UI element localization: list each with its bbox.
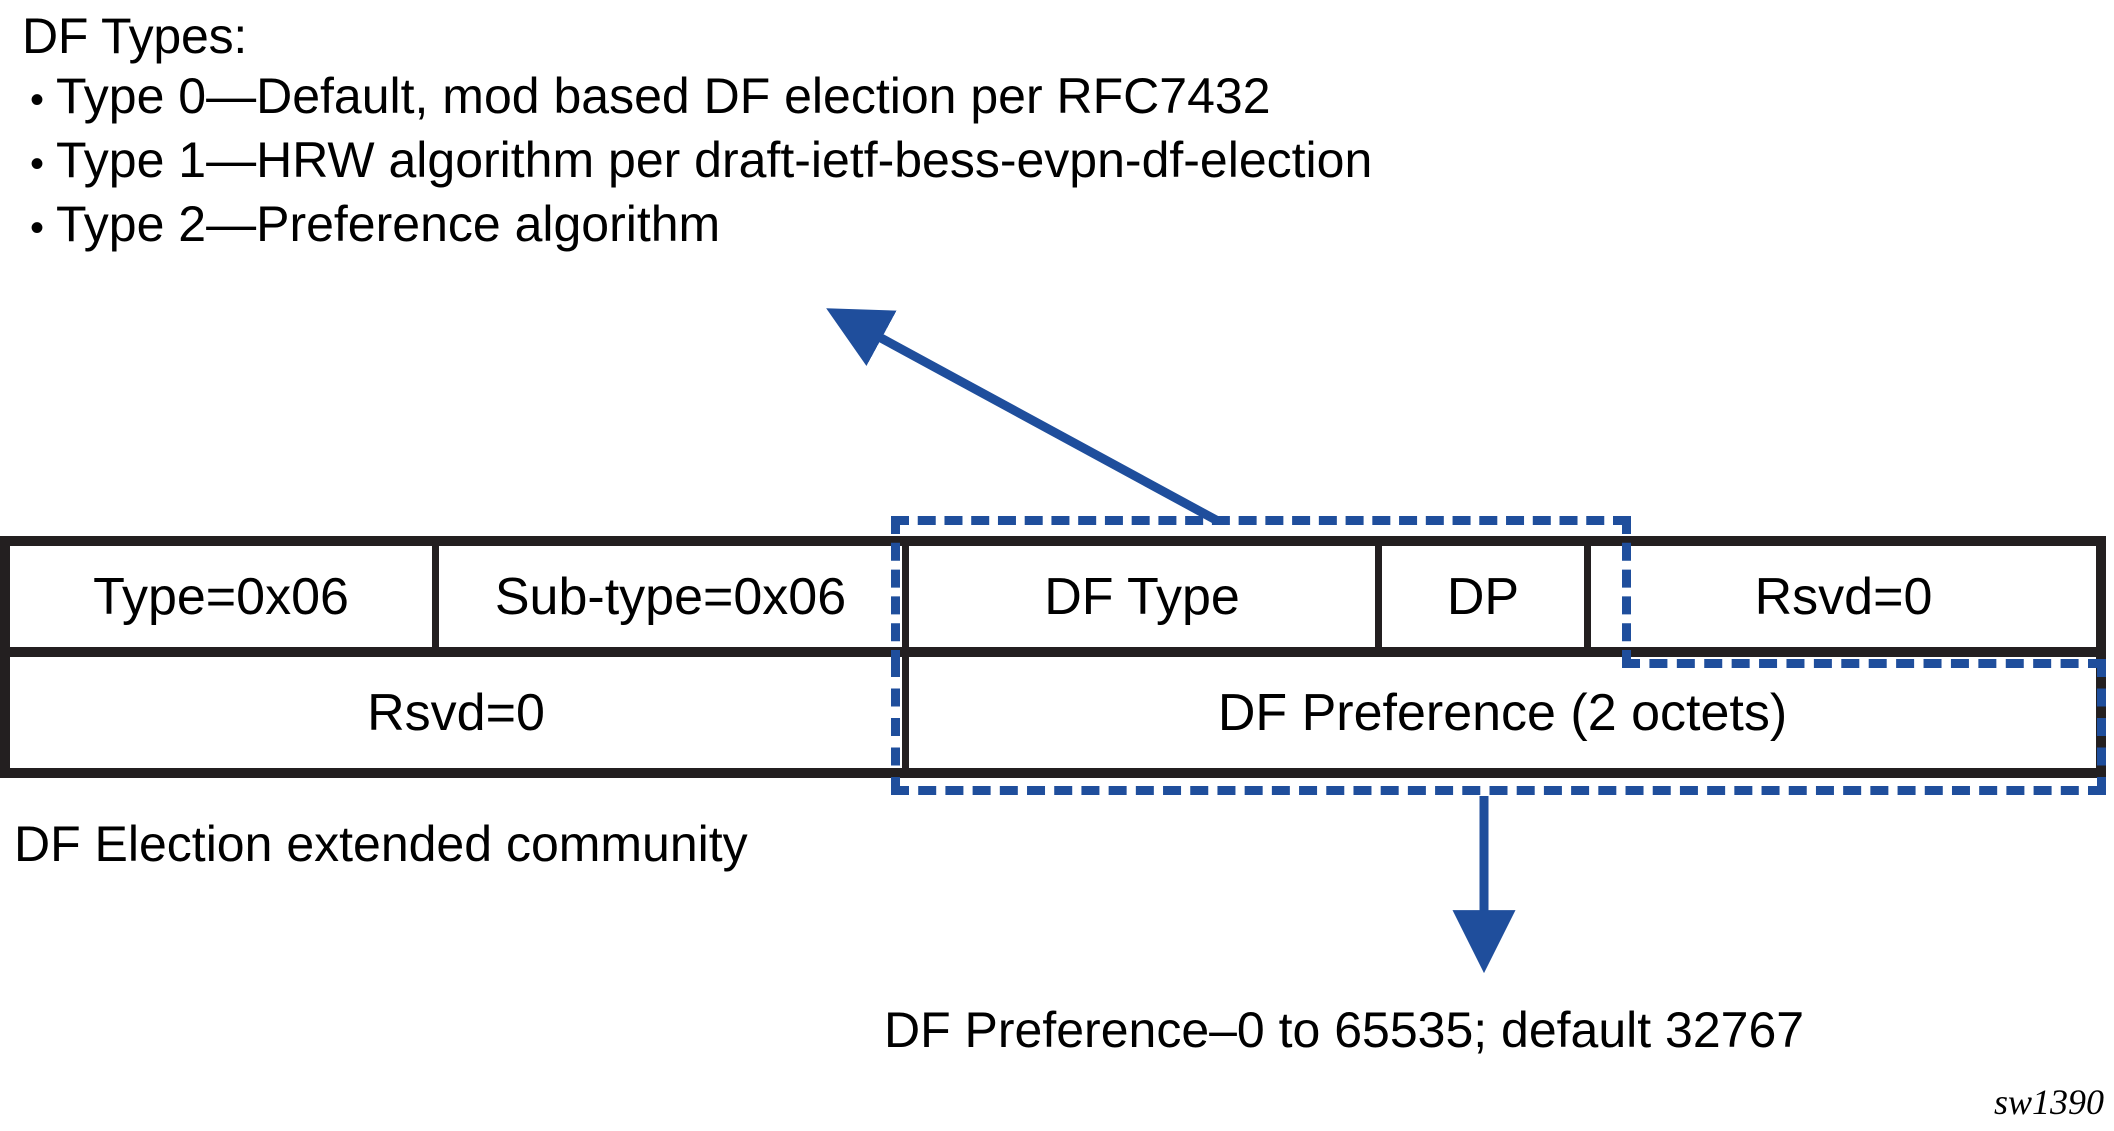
- bullet-icon: •: [30, 78, 45, 122]
- packet-row: Type=0x06 Sub-type=0x06 DF Type DP Rsvd=…: [10, 546, 2096, 657]
- list-item: • Type 1—HRW algorithm per draft-ietf-be…: [22, 130, 1922, 194]
- df-election-extended-community-box: Type=0x06 Sub-type=0x06 DF Type DP Rsvd=…: [0, 536, 2106, 778]
- df-types-heading: DF Types:: [22, 8, 248, 64]
- field-rsvd-row2: Rsvd=0: [367, 683, 545, 742]
- arrow-to-df-type: [826, 308, 1219, 524]
- list-item: • Type 0—Default, mod based DF election …: [22, 66, 1922, 130]
- list-item: • Type 2—Preference algorithm: [22, 194, 1922, 258]
- df-type-2-label: Type 2—Preference algorithm: [56, 196, 721, 252]
- df-types-list: • Type 0—Default, mod based DF election …: [22, 66, 1922, 258]
- bullet-icon: •: [30, 206, 45, 250]
- field-df-preference: DF Preference (2 octets): [902, 657, 2096, 768]
- df-types-block: DF Types: • Type 0—Default, mod based DF…: [22, 6, 1922, 258]
- field-sub-type: Sub-type=0x06: [432, 546, 902, 647]
- df-type-0-label: Type 0—Default, mod based DF election pe…: [56, 68, 1271, 124]
- df-type-1-label: Type 1—HRW algorithm per draft-ietf-bess…: [56, 132, 1373, 188]
- extended-community-caption: DF Election extended community: [14, 816, 748, 872]
- figure-id-label: sw1390: [1993, 1082, 2104, 1122]
- field-dp: DP: [1375, 546, 1584, 647]
- field-df-type: DF Type: [902, 546, 1375, 647]
- field-rsvd-row1: Rsvd=0: [1584, 546, 2096, 647]
- df-preference-range-caption: DF Preference–0 to 65535; default 32767: [884, 1002, 1805, 1058]
- field-type: Type=0x06: [93, 567, 349, 626]
- bullet-icon: •: [30, 142, 45, 186]
- packet-row: Rsvd=0 DF Preference (2 octets): [10, 657, 2096, 768]
